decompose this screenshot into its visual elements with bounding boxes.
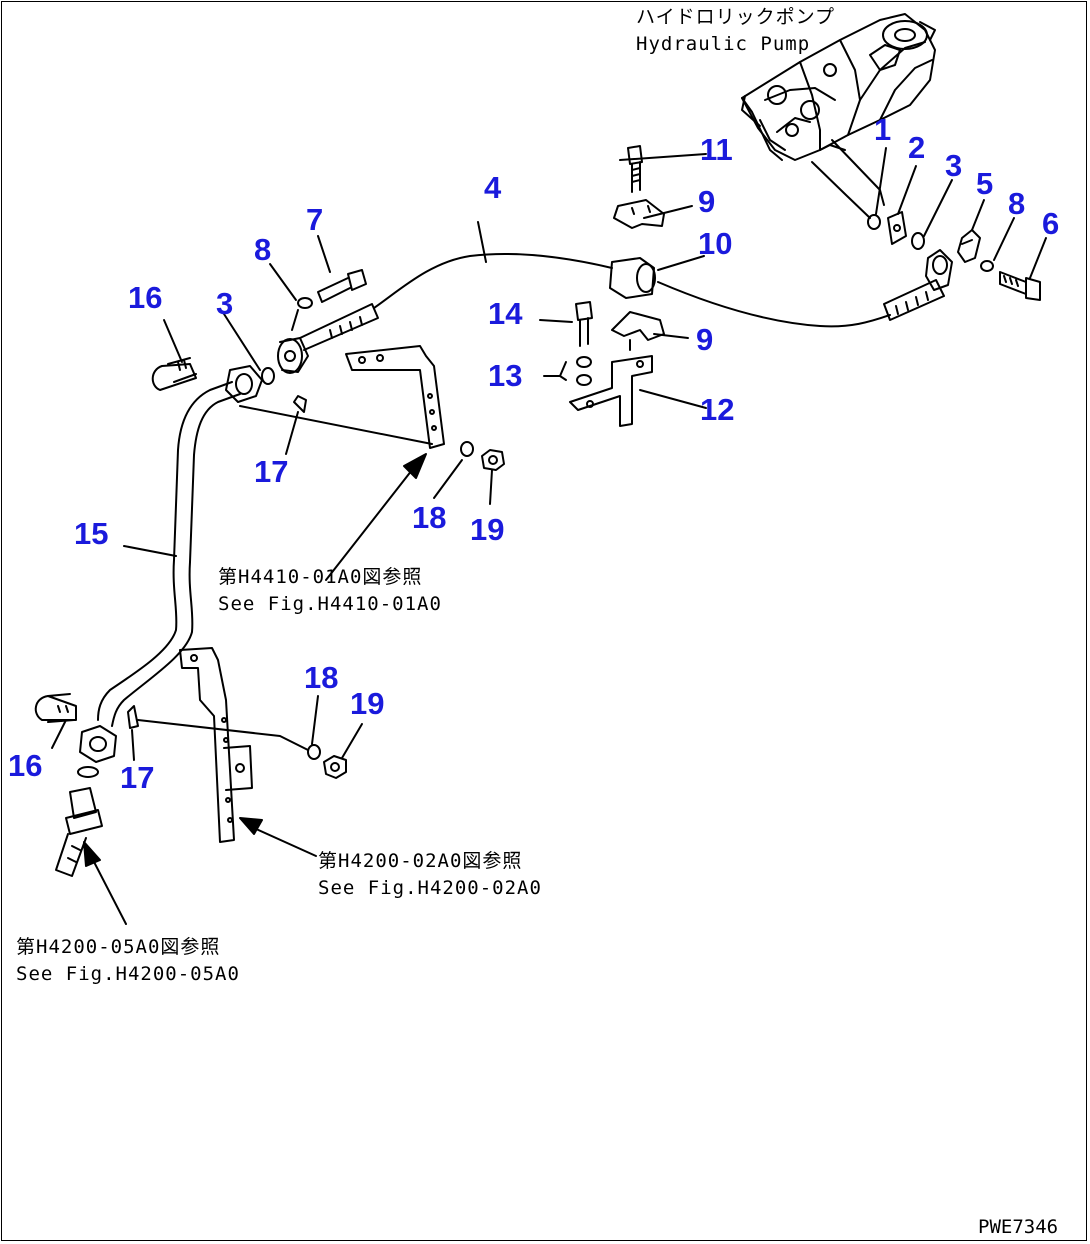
callout-19-bottom: 19: [350, 686, 385, 721]
drawing-number: PWE7346: [978, 1216, 1059, 1238]
gasket-2: [888, 212, 906, 244]
callout-7: 7: [306, 202, 324, 237]
callout-16-bottom: 16: [8, 748, 43, 783]
o-ring-3-right: [912, 233, 924, 249]
hose-flange-left: [278, 339, 302, 373]
callout-15: 15: [74, 516, 109, 551]
clamp-9-lower: [612, 312, 664, 340]
reference-note-h4200-02a0: 第H4200-02A0図参照 See Fig.H4200-02A0: [318, 848, 542, 901]
callout-3-left: 3: [216, 286, 234, 321]
washer-8-left: [298, 298, 312, 308]
washer-13a: [577, 357, 591, 367]
tube-flange-top: [226, 366, 262, 402]
washer-13b: [577, 375, 591, 385]
hose-4: [300, 254, 944, 350]
callout-1: 1: [874, 112, 892, 147]
nut-19-bottom: [324, 756, 346, 778]
pump-label-jp: ハイドロリックポンプ: [636, 6, 836, 28]
callout-4: 4: [484, 170, 502, 205]
reference-jp: 第H4410-01A0図参照: [218, 566, 423, 588]
callout-11: 11: [700, 132, 733, 167]
hose-fitting-bottom: [70, 788, 96, 818]
callout-10: 10: [698, 226, 733, 261]
callout-14: 14: [488, 296, 523, 331]
pump-label: ハイドロリックポンプ Hydraulic Pump: [636, 4, 835, 57]
reference-jp: 第H4200-02A0図参照: [318, 850, 523, 872]
callout-8-left: 8: [254, 232, 272, 267]
bracket-top: [346, 346, 444, 448]
reference-jp: 第H4200-05A0図参照: [16, 936, 221, 958]
split-flange-5: [958, 230, 980, 262]
callout-16-top: 16: [128, 280, 163, 315]
washer-8-right: [981, 261, 993, 271]
tube-flange-bottom: [80, 726, 116, 762]
callout-6: 6: [1042, 206, 1060, 241]
clamp-17-bottom: [128, 706, 138, 728]
nut-19-top: [482, 450, 504, 470]
callout-9-lower: 9: [696, 322, 714, 357]
clamp-9-upper: [614, 200, 664, 228]
callout-9-upper: 9: [698, 184, 716, 219]
callout-19-top: 19: [470, 512, 505, 547]
callout-3-right: 3: [945, 148, 963, 183]
reference-en: See Fig.H4200-05A0: [16, 962, 240, 985]
callout-8-right: 8: [1008, 186, 1026, 221]
bracket-12: [570, 356, 652, 426]
callout-18-bottom: 18: [304, 660, 339, 695]
cushion-10: [610, 258, 654, 298]
reference-note-h4410-01a0: 第H4410-01A0図参照 See Fig.H4410-01A0: [218, 564, 442, 617]
bolt-14: [580, 318, 588, 346]
callout-13: 13: [488, 358, 523, 393]
bolt-7: [318, 278, 350, 302]
tube-15: [98, 382, 240, 726]
o-ring-3-left: [262, 368, 274, 384]
clamp-17-top: [294, 396, 306, 412]
callout-18-top: 18: [412, 500, 447, 535]
callout-17-bottom: 17: [120, 760, 155, 795]
pump-label-en: Hydraulic Pump: [636, 32, 811, 55]
callout-17-top: 17: [254, 454, 289, 489]
bolt-11: [632, 162, 640, 192]
bolt-6: [1000, 272, 1026, 294]
o-ring-bottom: [78, 767, 98, 777]
reference-en: See Fig.H4410-01A0: [218, 592, 442, 615]
callout-12: 12: [700, 392, 735, 427]
callout-2: 2: [908, 130, 926, 165]
callout-5: 5: [976, 166, 994, 201]
washer-18-top: [461, 442, 473, 456]
clamp-16-bottom: [36, 696, 76, 720]
washer-18-bottom: [308, 745, 320, 759]
bracket-bottom: [180, 648, 234, 842]
reference-note-h4200-05a0: 第H4200-05A0図参照 See Fig.H4200-05A0: [16, 934, 240, 987]
reference-en: See Fig.H4200-02A0: [318, 876, 542, 899]
clamp-16-top: [153, 364, 196, 390]
o-ring-1: [868, 215, 880, 229]
hydraulic-pump-drawing: [742, 14, 935, 160]
